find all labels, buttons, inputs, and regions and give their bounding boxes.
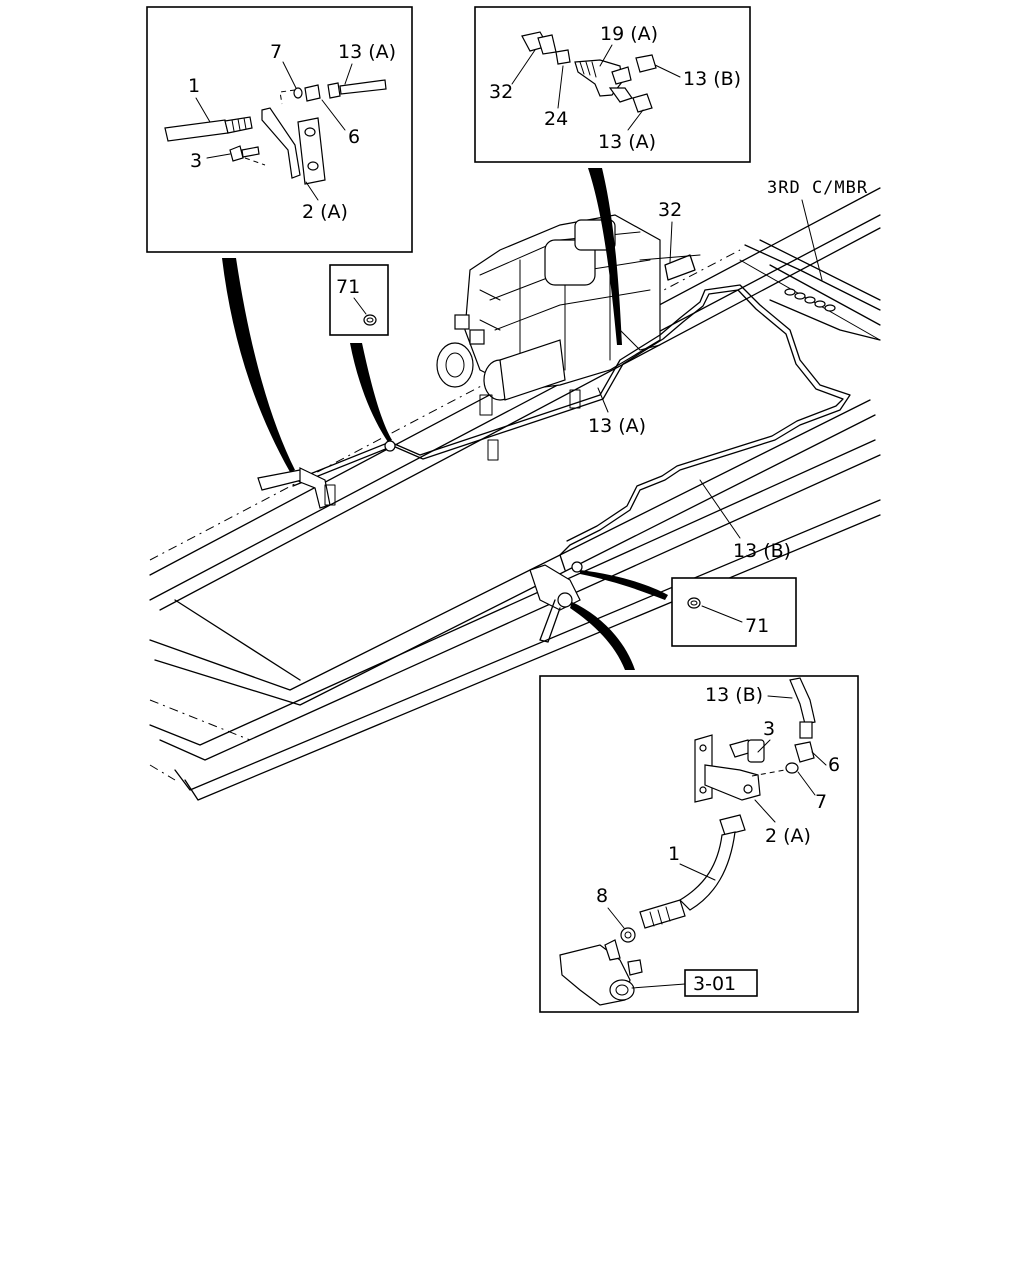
label-br-13b: 13 (B): [705, 684, 763, 706]
label-tr-19a: 19 (A): [600, 23, 658, 45]
label-tl-7: 7: [270, 41, 282, 63]
label-main-13a: 13 (A): [588, 415, 646, 437]
label-br-2a: 2 (A): [765, 825, 811, 847]
label-br-8: 8: [596, 885, 608, 907]
label-tl-3: 3: [190, 150, 202, 172]
label-br-1: 1: [668, 843, 680, 865]
main-labels: 3RD C/MBR 32 13 (A) 13 (B): [588, 178, 868, 562]
label-box71-right: 71: [745, 615, 769, 637]
label-main-32: 32: [658, 199, 682, 221]
label-br-7: 7: [815, 791, 827, 813]
label-br-6: 6: [828, 754, 840, 776]
pipe-13a: [289, 284, 851, 571]
label-br-3: 3: [763, 718, 775, 740]
label-tl-13a: 13 (A): [338, 41, 396, 63]
label-tr-32: 32: [489, 81, 513, 103]
right-fitting: [529, 561, 583, 643]
detail-panel-top-right: 19 (A) 32 13 (B) 24 13 (A): [474, 6, 751, 163]
label-tl-2a: 2 (A): [302, 201, 348, 223]
label-main-13b: 13 (B): [733, 540, 791, 562]
label-tl-6: 6: [348, 126, 360, 148]
label-tr-13a: 13 (A): [598, 131, 656, 153]
detail-box-71-right: 71: [671, 577, 797, 647]
left-fitting: [257, 440, 396, 509]
engine-assembly: [436, 214, 701, 461]
label-tl-1: 1: [188, 75, 200, 97]
pointer-swooshes: [222, 168, 668, 670]
label-tr-13b: 13 (B): [683, 68, 741, 90]
label-box71-top: 71: [336, 276, 360, 298]
label-3rd-cross-member: 3RD C/MBR: [767, 178, 868, 198]
detail-panel-bottom-right: 13 (B) 3 6 7 2 (A) 1 8 3-01: [539, 675, 859, 1013]
detail-box-71-top: 71: [329, 264, 389, 336]
detail-panel-top-left: 7 13 (A) 1 6 3 2 (A): [146, 6, 413, 253]
frame-rails: [149, 187, 881, 801]
label-tr-24: 24: [544, 108, 568, 130]
label-ref-box: 3-01: [693, 973, 736, 995]
